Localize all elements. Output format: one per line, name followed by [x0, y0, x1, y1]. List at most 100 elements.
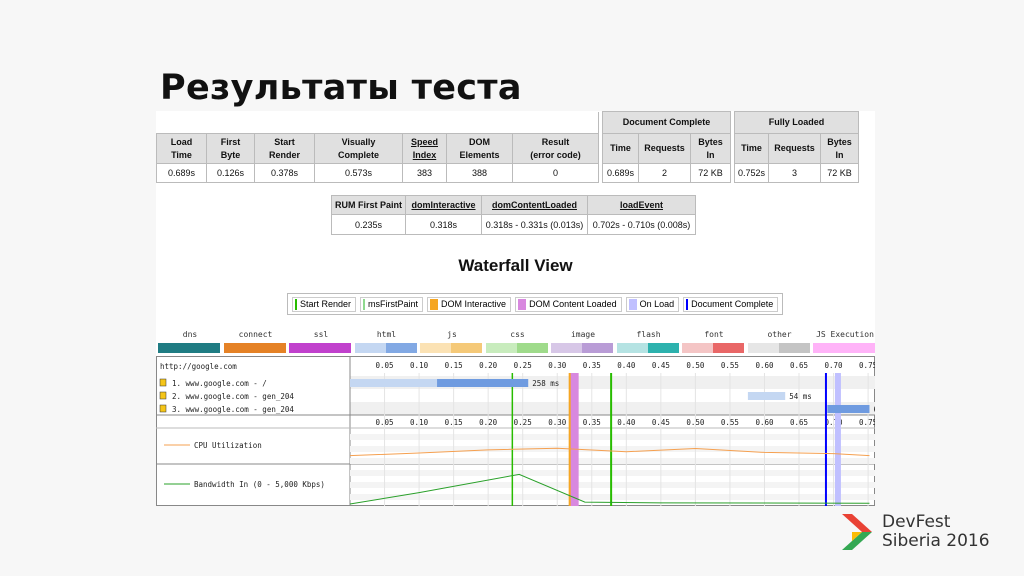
graph-stripe — [350, 446, 875, 452]
waterfall-url: http://google.com — [160, 362, 237, 371]
waterfall-title: Waterfall View — [458, 256, 573, 275]
legend-swatch — [628, 298, 637, 310]
cpu-label: CPU Utilization — [194, 441, 262, 450]
results-header-7: Time — [602, 133, 639, 164]
legend-swatch — [686, 298, 689, 310]
legend-item: DOM Interactive — [427, 296, 512, 312]
content-type-swatch — [354, 343, 417, 353]
doc-complete-marker — [824, 373, 827, 506]
tick-label: 0.55 — [721, 418, 739, 427]
content-type-label: font — [704, 330, 724, 339]
devfest-logo-icon — [842, 514, 872, 550]
tick-label: 0.30 — [548, 361, 567, 370]
tick-label: 0.50 — [686, 361, 705, 370]
results-value-1: 0.126s — [206, 163, 255, 183]
results-value-4: 383 — [402, 163, 447, 183]
waterfall-legend: Start Render msFirstPaint DOM Interactive D… — [287, 293, 784, 315]
results-header-10: Time — [734, 133, 769, 164]
tick-label: 0.10 — [410, 361, 429, 370]
request-label: 3. www.google.com - gen_204 — [172, 405, 294, 414]
content-type-swatch — [485, 343, 548, 353]
legend-swatch — [518, 298, 527, 310]
tick-label: 0.65 — [790, 361, 808, 370]
legend-swatch — [295, 298, 297, 310]
results-header-6: Result(error code) — [512, 133, 599, 164]
results-value-8: 2 — [638, 163, 691, 183]
content-type-label: dns — [182, 330, 198, 339]
tick-label: 0.70 — [825, 361, 844, 370]
legend-label: DOM Interactive — [441, 299, 507, 309]
tick-label: 0.60 — [755, 361, 774, 370]
rum-header-2[interactable]: domContentLoaded — [481, 195, 588, 215]
tick-label: 0.20 — [479, 361, 498, 370]
tick-label: 0.45 — [652, 418, 670, 427]
start-render-marker — [610, 373, 613, 506]
tick-label: 0.40 — [617, 361, 636, 370]
first-paint-marker — [511, 373, 514, 506]
results-value-12: 72 KB — [820, 163, 859, 183]
rum-header-1[interactable]: domInteractive — [405, 195, 482, 215]
cpu-utilization-line — [349, 447, 870, 457]
tick-label: 0.65 — [790, 418, 808, 427]
legend-label: Start Render — [300, 299, 352, 309]
content-type-swatch — [289, 343, 351, 353]
tick-label: 0.50 — [686, 418, 705, 427]
results-value-7: 0.689s — [602, 163, 639, 183]
results-value-6: 0 — [512, 163, 599, 183]
request-time-label: 54 ms — [789, 392, 812, 401]
legend-label: DOM Content Loaded — [529, 299, 617, 309]
bandwidth-line — [349, 473, 870, 505]
request-bar-download — [827, 405, 870, 413]
slide-title: Результаты теста — [160, 68, 522, 108]
tick-label: 0.10 — [410, 418, 429, 427]
rum-header-3[interactable]: loadEvent — [587, 195, 696, 215]
request-label: 1. www.google.com - / — [172, 379, 267, 388]
legend-label: On Load — [639, 299, 675, 309]
lock-icon — [159, 391, 167, 400]
content-type-swatch — [616, 343, 679, 353]
content-type-label: html — [376, 330, 397, 339]
content-type-label: JS Execution — [816, 330, 874, 339]
legend-item: msFirstPaint — [360, 296, 424, 312]
results-header-8: Requests — [638, 133, 691, 164]
results-value-9: 72 KB — [690, 163, 731, 183]
request-time-label: 61 ms — [873, 405, 875, 414]
request-bar-download — [437, 379, 529, 387]
tick-label: 0.30 — [548, 418, 567, 427]
tick-label: 0.15 — [445, 361, 463, 370]
brand-line-1: DevFest — [882, 512, 951, 532]
dom-interactive-marker — [568, 373, 571, 506]
tick-label: 0.25 — [514, 361, 532, 370]
rum-value-0: 0.235s — [331, 214, 406, 235]
content-type-label: flash — [636, 330, 661, 339]
fully-loaded-group-header: Fully Loaded — [734, 111, 859, 134]
results-value-5: 388 — [446, 163, 513, 183]
graph-stripe — [350, 494, 875, 500]
graph-stripe — [350, 458, 875, 464]
results-value-3: 0.573s — [314, 163, 403, 183]
content-type-swatch — [158, 343, 220, 353]
tick-label: 0.15 — [445, 418, 463, 427]
legend-swatch — [363, 298, 366, 310]
content-type-swatch — [813, 343, 875, 353]
tick-label: 0.70 — [825, 418, 844, 427]
tick-label: 0.35 — [583, 418, 601, 427]
tick-label: 0.45 — [652, 361, 670, 370]
content-type-label: js — [447, 330, 457, 339]
content-type-label: other — [767, 330, 792, 339]
tick-label: 0.75 — [859, 361, 875, 370]
results-value-0: 0.689s — [156, 163, 207, 183]
legend-label: msFirstPaint — [368, 299, 419, 309]
content-type-swatch — [747, 343, 810, 353]
content-type-label: connect — [238, 330, 273, 339]
graph-stripe — [350, 470, 875, 476]
